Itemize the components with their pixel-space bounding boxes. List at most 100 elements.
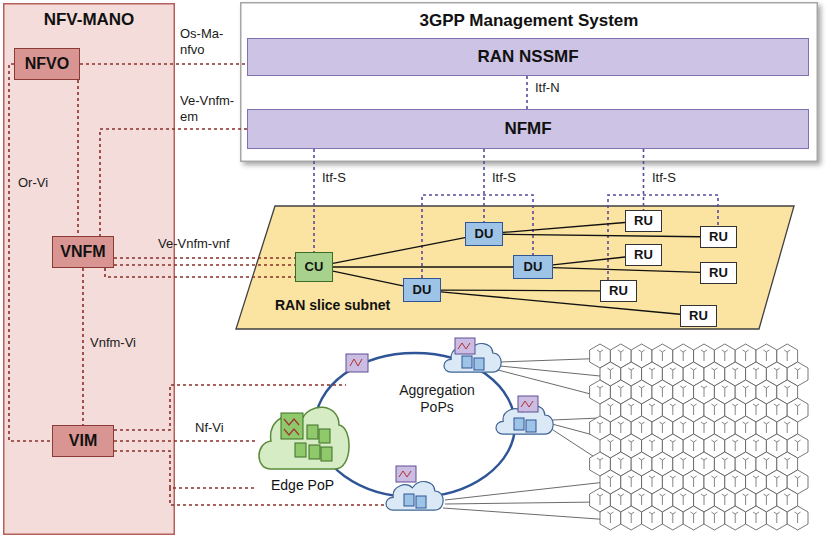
ru-box: RU xyxy=(625,244,662,266)
decor-shape xyxy=(443,508,612,520)
decor-shape xyxy=(649,404,655,415)
ru-box: RU xyxy=(680,305,717,327)
management-function: NFMF xyxy=(247,109,809,149)
box-label: RU xyxy=(709,266,728,281)
box-label: CU xyxy=(305,260,324,275)
decor-shape xyxy=(639,494,645,505)
decor-shape xyxy=(680,494,686,505)
interface-label: Itf-N xyxy=(535,80,560,96)
decor-shape xyxy=(445,482,606,500)
decor-shape xyxy=(766,506,787,530)
decor-shape xyxy=(618,386,624,397)
box-label: RU xyxy=(689,309,708,324)
decor-shape xyxy=(701,350,707,361)
decor-shape xyxy=(618,422,624,433)
function-box: VIM xyxy=(52,425,114,457)
box-label: VIM xyxy=(69,432,97,450)
decor-shape xyxy=(639,422,645,433)
decor-shape xyxy=(711,512,717,523)
heading-text: Edge PoP xyxy=(271,477,334,493)
decor-shape xyxy=(618,350,624,361)
decor-shape xyxy=(597,350,603,361)
decor-shape xyxy=(711,440,717,451)
decor-shape xyxy=(607,512,613,523)
cu-box: CU xyxy=(295,252,333,282)
ru-box: RU xyxy=(700,226,737,248)
management-function: RAN NSSMF xyxy=(247,38,809,76)
decor-shape xyxy=(691,440,697,451)
decor-shape xyxy=(795,404,801,415)
decor-shape xyxy=(763,494,769,505)
decor-shape xyxy=(691,368,697,379)
interface-label: Vnfm-Vi xyxy=(90,335,136,351)
decor-shape xyxy=(399,471,411,477)
decor-shape xyxy=(659,494,665,505)
du-box: DU xyxy=(465,222,503,246)
decor-shape xyxy=(784,422,790,433)
decor-shape xyxy=(746,506,767,530)
decor-shape xyxy=(691,476,697,487)
decor-shape xyxy=(474,358,484,370)
decor-shape xyxy=(795,476,801,487)
decor-shape xyxy=(784,350,790,361)
decor-shape xyxy=(597,422,603,433)
decor-shape xyxy=(701,458,707,469)
decor-shape xyxy=(722,350,728,361)
decor-shape xyxy=(680,458,686,469)
decor-shape xyxy=(649,512,655,523)
decor-shape xyxy=(722,458,728,469)
interface-label: Nf-Vi xyxy=(195,420,224,436)
decor-shape xyxy=(607,404,613,415)
decor-shape xyxy=(639,458,645,469)
decor-shape xyxy=(521,401,533,407)
decor-shape xyxy=(725,506,746,530)
decor-shape xyxy=(763,458,769,469)
decor-shape xyxy=(732,404,738,415)
decor-shape xyxy=(753,404,759,415)
aggregation-cloud xyxy=(386,481,443,510)
decor-shape xyxy=(600,506,621,530)
decor-shape xyxy=(732,512,738,523)
decor-shape xyxy=(458,343,470,349)
management-system: RAN NSSMFNFMF3GPP Management System xyxy=(240,2,818,162)
decor-shape xyxy=(774,476,780,487)
decor-shape xyxy=(701,386,707,397)
interface-label: Itf-S xyxy=(322,170,346,186)
decor-shape xyxy=(597,386,603,397)
box-label: DU xyxy=(475,227,494,242)
decor-shape xyxy=(445,502,600,504)
decor-shape xyxy=(680,386,686,397)
decor-shape xyxy=(670,512,676,523)
server-racks xyxy=(404,356,536,508)
decor-shape xyxy=(621,506,642,530)
decor-shape xyxy=(670,404,676,415)
decor-shape xyxy=(639,350,645,361)
decor-shape xyxy=(680,350,686,361)
decor-shape xyxy=(618,458,624,469)
interface-label: Ve-Vnfm-em xyxy=(180,93,238,125)
transport-ring xyxy=(315,353,515,497)
du-box: DU xyxy=(513,255,553,279)
interface-label: Os-Ma-nfvo xyxy=(180,26,238,58)
ru-box: RU xyxy=(600,280,637,302)
decor-shape xyxy=(795,368,801,379)
decor-shape xyxy=(642,506,663,530)
decor-shape xyxy=(662,506,683,530)
decor-shape xyxy=(774,404,780,415)
decor-shape xyxy=(722,386,728,397)
box-label: RU xyxy=(634,214,653,229)
decor-shape xyxy=(607,368,613,379)
heading-text: NFV-MANO xyxy=(44,10,135,30)
decor-shape xyxy=(743,494,749,505)
function-box: NFVO xyxy=(14,48,80,80)
decor-shape xyxy=(711,404,717,415)
decor-shape xyxy=(628,368,634,379)
decor-shape xyxy=(597,494,603,505)
decor-shape xyxy=(670,368,676,379)
decor-shape xyxy=(784,458,790,469)
decor-shape xyxy=(618,494,624,505)
decor-shape xyxy=(704,506,725,530)
decor-shape xyxy=(350,359,362,366)
decor-shape xyxy=(743,422,749,433)
decor-shape xyxy=(795,512,801,523)
